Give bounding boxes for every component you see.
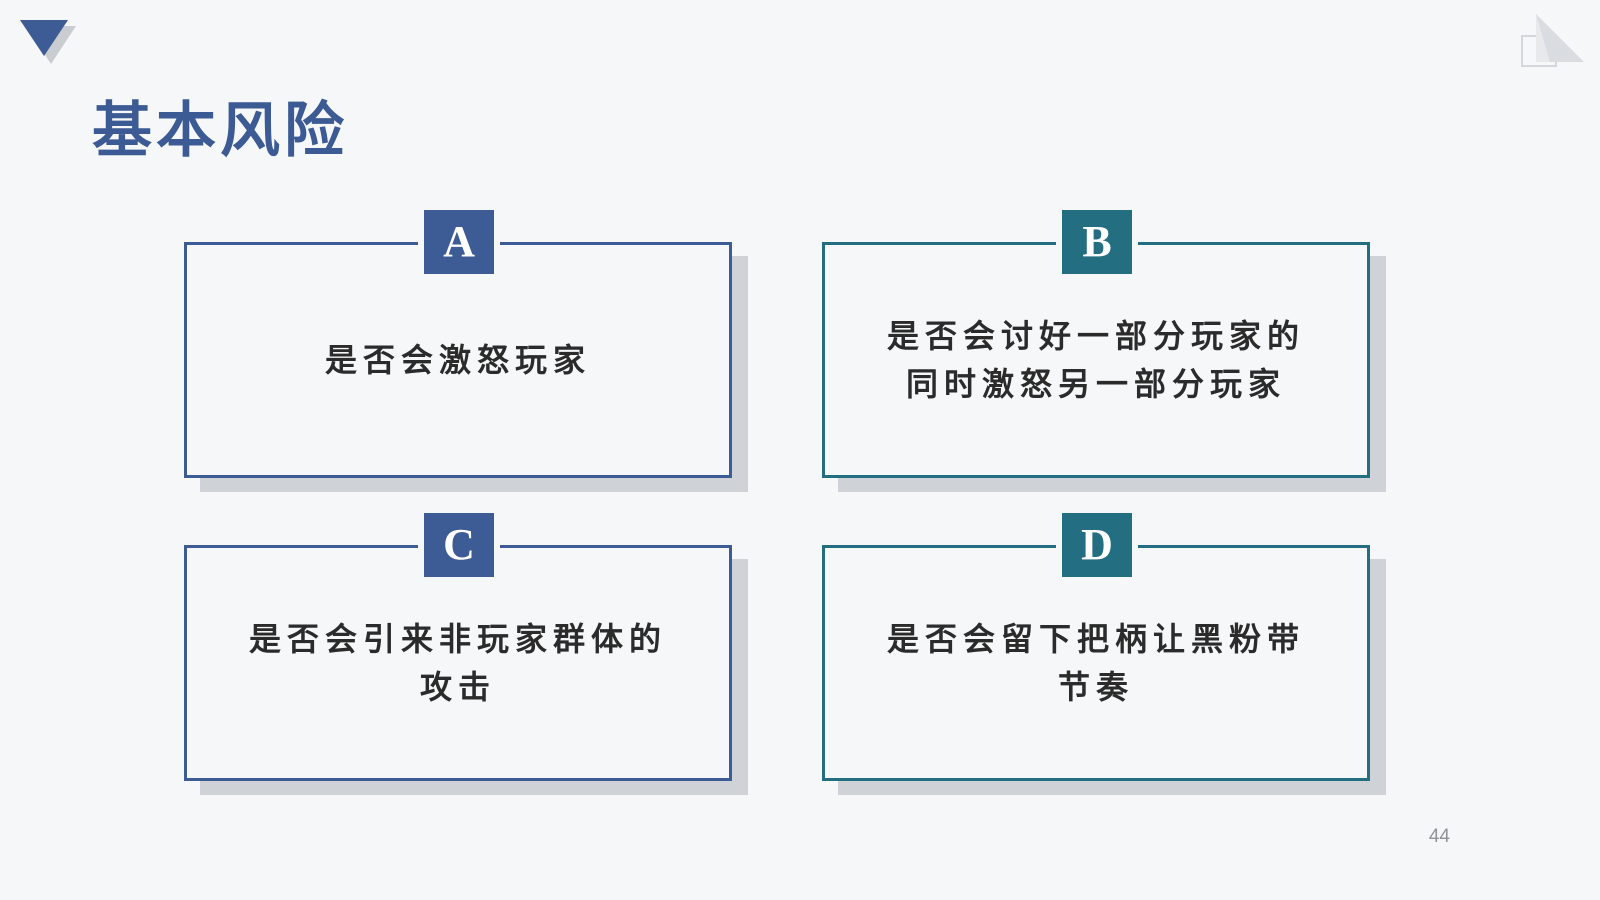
card-text-line: 节奏 (1057, 668, 1134, 706)
card-text: 是否会讨好一部分玩家的 同时激怒另一部分玩家 (852, 242, 1340, 478)
card-frame (184, 242, 732, 478)
card-text-line: 是否会留下把柄让黑粉带 (886, 620, 1305, 658)
card-badge: A (424, 210, 494, 274)
card-text-line: 是否会讨好一部分玩家的 (886, 317, 1305, 355)
card-frame (822, 545, 1370, 781)
page-title: 基本风险 (92, 96, 348, 166)
risk-card-c: C 是否会引来非玩家群体的 攻击 (184, 513, 748, 795)
risk-card-a: A 是否会激怒玩家 (184, 210, 748, 492)
card-text: 是否会留下把柄让黑粉带 节奏 (852, 545, 1340, 781)
card-text-line: 同时激怒另一部分玩家 (905, 365, 1286, 403)
folded-page-icon (1521, 14, 1584, 67)
card-frame (184, 545, 732, 781)
card-frame (822, 242, 1370, 478)
card-text: 是否会引来非玩家群体的 攻击 (214, 545, 702, 781)
card-text-line: 攻击 (419, 668, 496, 706)
page-number: 44 (1428, 826, 1450, 847)
triangle-down-icon (20, 20, 76, 64)
card-badge: D (1062, 513, 1132, 577)
risk-card-b: B 是否会讨好一部分玩家的 同时激怒另一部分玩家 (822, 210, 1386, 492)
card-text: 是否会激怒玩家 (214, 242, 702, 478)
card-badge: C (424, 513, 494, 577)
card-text-line: 是否会引来非玩家群体的 (248, 620, 667, 658)
risk-card-d: D 是否会留下把柄让黑粉带 节奏 (822, 513, 1386, 795)
card-text-line: 是否会激怒玩家 (324, 341, 591, 379)
card-badge: B (1062, 210, 1132, 274)
